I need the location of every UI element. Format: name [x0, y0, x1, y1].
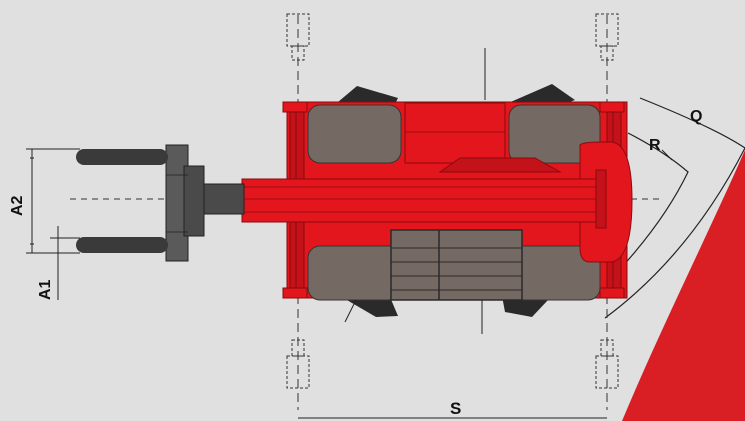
ghost-wheel-rear-top: [286, 13, 310, 61]
label-a1: A1: [37, 279, 54, 300]
tire-front-top: [508, 104, 601, 164]
engine-cover: [438, 157, 562, 173]
wheel-shadow-bottom-left: [340, 296, 398, 317]
turning-radius-arc-q: [604, 97, 745, 319]
fork-upper: [76, 149, 168, 165]
label-a2: A2: [9, 195, 26, 216]
label-r: R: [649, 137, 661, 154]
label-q: Q: [690, 108, 702, 125]
ghost-wheel-front-bottom: [595, 339, 619, 389]
label-s: S: [450, 399, 461, 418]
fork-carriage: [165, 144, 205, 262]
turning-radius-arc-r: [599, 132, 689, 291]
corner-swoosh: [622, 150, 745, 421]
tire-rear-top: [307, 104, 402, 164]
leader-r: [661, 149, 673, 161]
dimension-a1: [50, 226, 80, 300]
ghost-wheel-front-top: [595, 13, 619, 61]
dimension-a2: [26, 148, 80, 254]
steer-mark-bottom-left: [344, 299, 357, 323]
boom-head: [203, 183, 245, 215]
fork-lower: [76, 237, 168, 253]
telescopic-boom: [241, 169, 607, 229]
ghost-wheel-rear-bottom: [286, 339, 310, 389]
wheel-shadow-bottom-right: [502, 296, 548, 317]
operator-cab: [390, 229, 523, 301]
tire-rear-bottom: [307, 245, 402, 301]
